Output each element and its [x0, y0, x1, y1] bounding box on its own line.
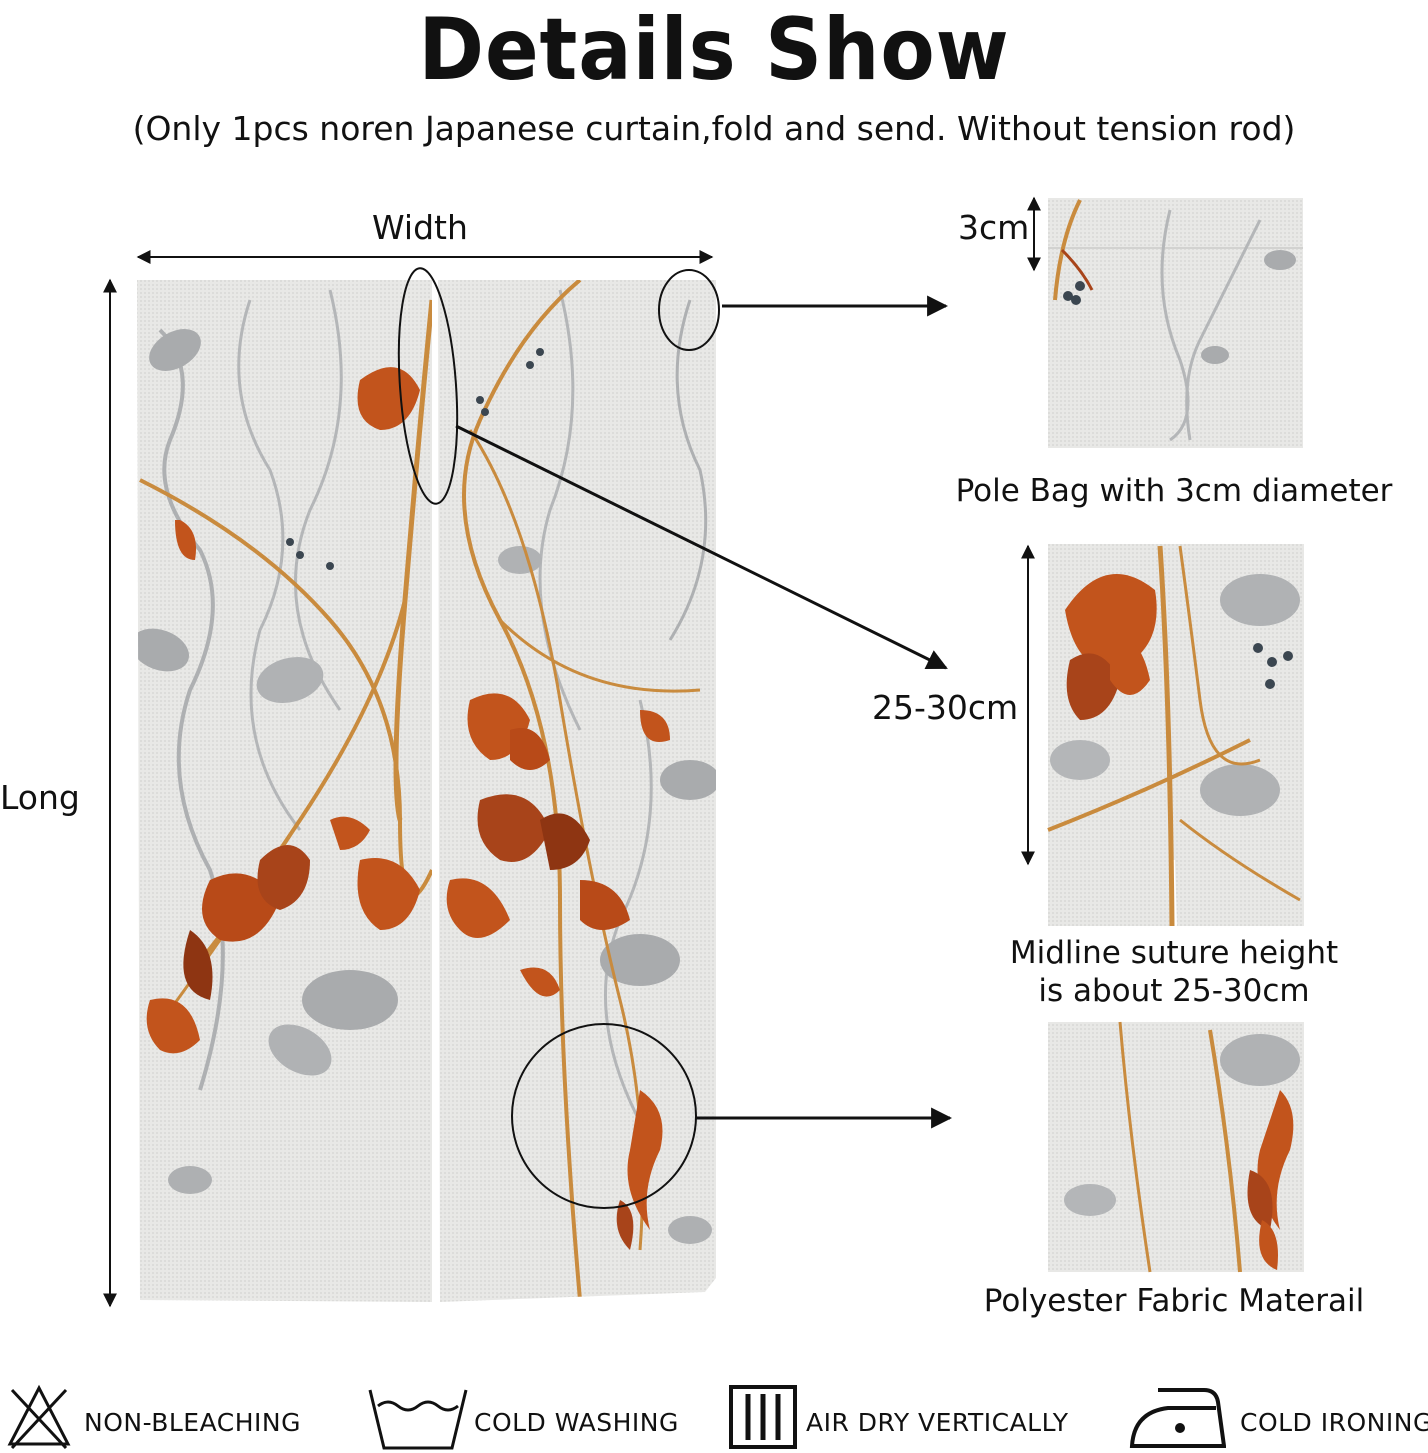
care-label-non-bleaching: NON-BLEACHING [84, 1408, 301, 1437]
detail-caption-fabric: Polyester Fabric Materail [983, 1283, 1365, 1319]
curtain-left-panel [137, 280, 432, 1302]
detail-image-fabric [1048, 1021, 1304, 1273]
width-label: Width [372, 208, 468, 247]
care-label-cold-washing: COLD WASHING [474, 1408, 679, 1437]
callout-rod-pocket [658, 269, 949, 351]
long-label: Long [0, 778, 80, 817]
rod-pocket-size-label: 3cm [958, 208, 1030, 247]
page-title: Details Show [418, 0, 1010, 100]
detail-caption-suture-line1: Midline suture height [1009, 935, 1339, 971]
care-label-air-dry-vertically: AIR DRY VERTICALLY [806, 1408, 1069, 1437]
curtain-right-panel [438, 280, 716, 1302]
non-bleaching-icon [7, 1384, 71, 1450]
air-dry-vertically-icon [729, 1385, 797, 1449]
callout-midline-suture [397, 267, 948, 670]
cold-washing-icon [368, 1389, 468, 1450]
detail-caption-suture-line2: is about 25-30cm [1038, 973, 1310, 1009]
shadow-pattern-right [446, 280, 716, 1301]
cold-ironing-icon [1129, 1388, 1226, 1448]
shadow-pattern-left [137, 289, 432, 1194]
detail-image-midline-suture [1047, 544, 1304, 927]
page-subtitle: (Only 1pcs noren Japanese curtain,fold a… [132, 109, 1296, 148]
detail-image-rod-pocket [1048, 198, 1303, 448]
callout-fabric [511, 1023, 953, 1209]
detail-caption-rod-pocket: Pole Bag with 3cm diameter [955, 473, 1393, 509]
care-label-cold-ironing: COLD IRONING [1240, 1408, 1428, 1437]
suture-height-label: 25-30cm [872, 688, 1019, 727]
care-instructions: NON-BLEACHING COLD WASHING AIR DRY VERTI… [0, 1380, 1428, 1453]
